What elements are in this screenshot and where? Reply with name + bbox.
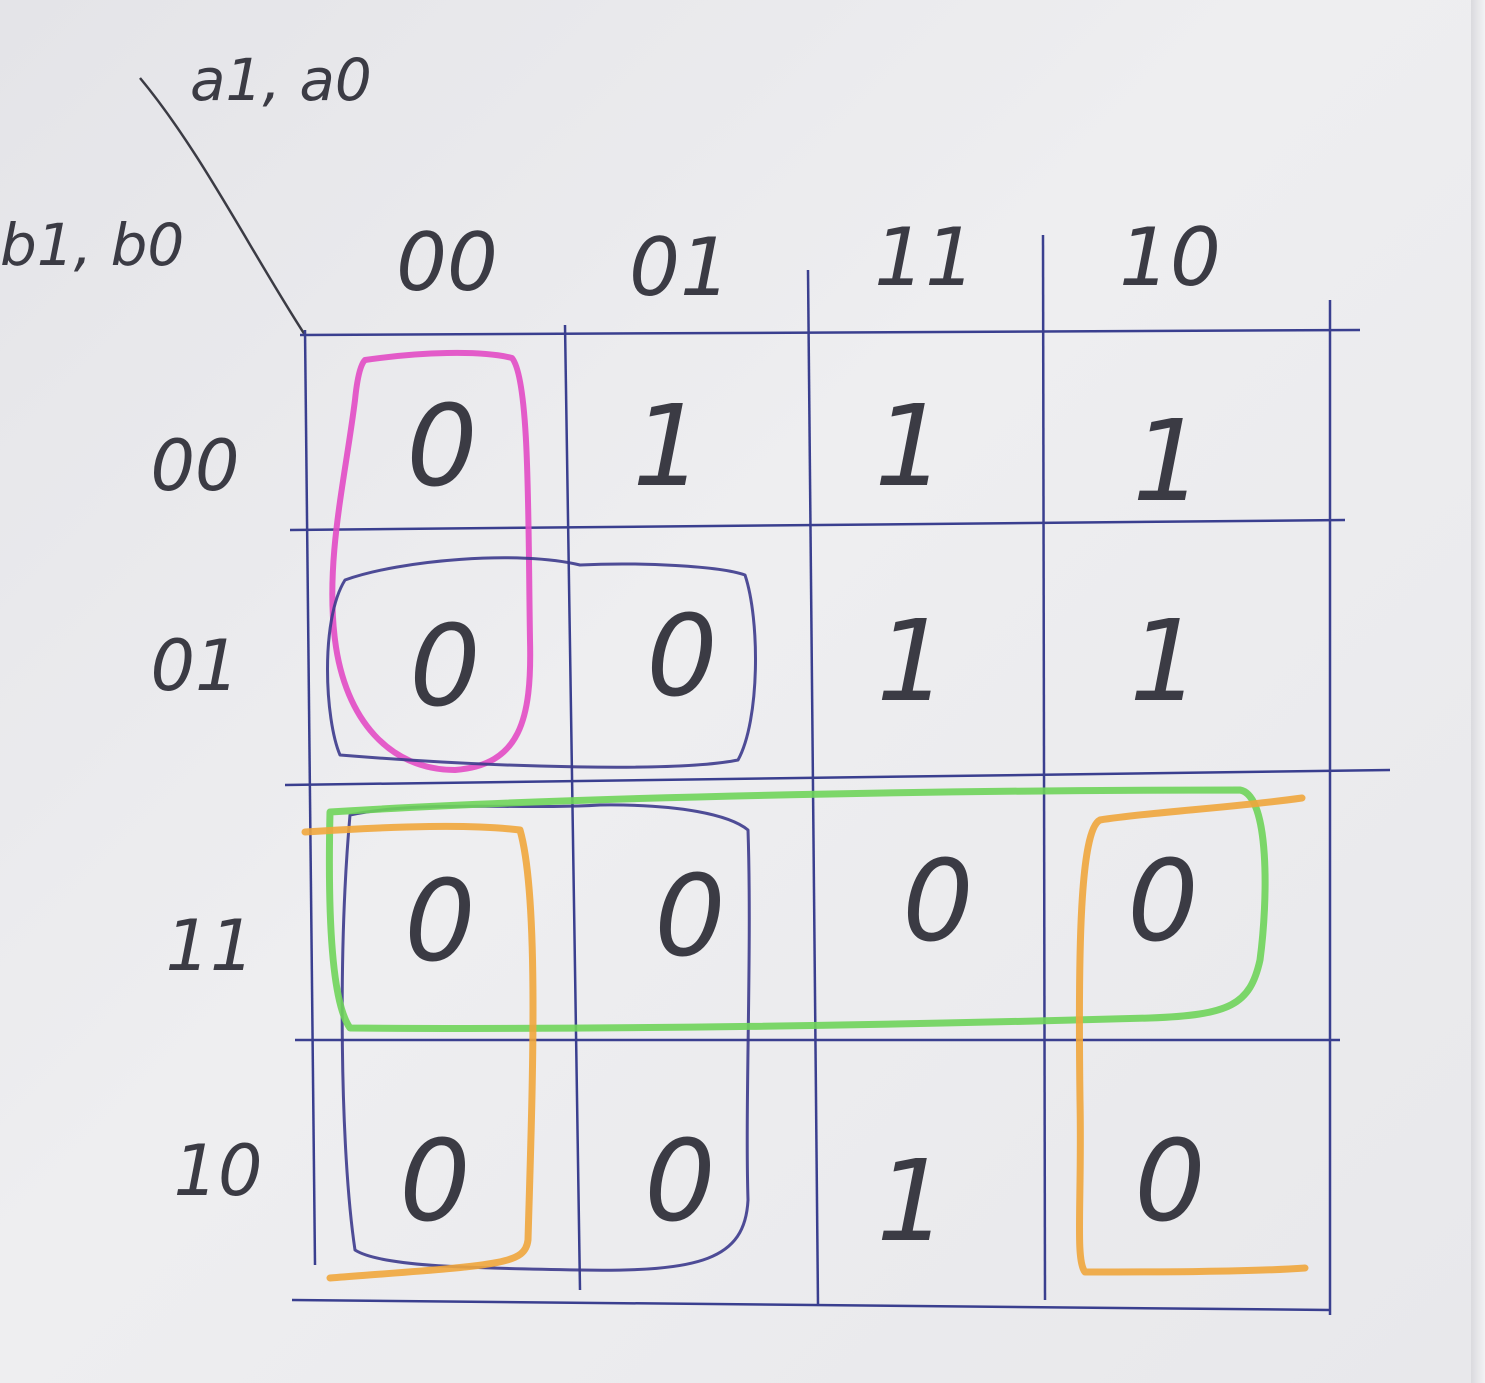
cell-00-00: 0	[406, 382, 477, 512]
row-header-10: 10	[173, 1130, 262, 1212]
group-navy-row01	[326, 556, 757, 769]
group-green-row11	[325, 786, 1269, 1032]
cell-00-10: 1	[1132, 397, 1203, 527]
groupings	[301, 349, 1309, 1282]
cell-11-10: 0	[1127, 837, 1198, 967]
group-orange-left	[301, 822, 537, 1282]
grid-line-col3	[1041, 234, 1047, 1301]
column-variables-label: a1, a0	[190, 46, 372, 114]
column-header-11: 11	[874, 211, 976, 304]
cell-11-11: 0	[902, 837, 973, 967]
grid-line-row1	[289, 518, 1346, 532]
column-header-01: 01	[629, 221, 731, 314]
cell-00-11: 1	[874, 382, 945, 512]
grid-line-left	[303, 329, 317, 1266]
row-header-11: 11	[165, 905, 254, 987]
cell-values: 0 1 1 1 0 0 1 1 0 0 0 0 0 0 1 0	[399, 382, 1205, 1267]
group-pink-column00	[329, 349, 534, 773]
cell-01-01: 0	[646, 592, 717, 722]
row-variables-label: b1, b0	[0, 211, 184, 279]
grid-line-row2	[284, 768, 1391, 787]
column-headers: 00 01 11 10	[396, 211, 1221, 314]
row-header-01: 01	[150, 625, 239, 707]
cell-11-01: 0	[654, 852, 725, 982]
paper-edge	[1471, 0, 1485, 1383]
column-header-00: 00	[396, 216, 498, 309]
cell-10-10: 0	[1134, 1117, 1205, 1247]
cell-11-00: 0	[404, 857, 475, 987]
corner-diagonal	[139, 77, 307, 336]
cell-01-00: 0	[409, 602, 480, 732]
group-orange-right	[1075, 794, 1309, 1276]
cell-01-11: 1	[876, 597, 947, 727]
group-navy-rows11-10	[340, 803, 751, 1272]
cell-10-01: 0	[644, 1117, 715, 1247]
grid-line-top	[299, 328, 1361, 337]
column-header-10: 10	[1119, 211, 1221, 304]
cell-01-10: 1	[1129, 597, 1200, 727]
cell-10-11: 1	[876, 1137, 947, 1267]
grid-line-bottom	[291, 1298, 1331, 1312]
cell-10-00: 0	[399, 1117, 470, 1247]
row-header-00: 00	[150, 425, 239, 507]
grid-line-col2	[806, 269, 820, 1306]
row-headers: 00 01 11 10	[150, 425, 262, 1212]
cell-00-01: 1	[632, 382, 703, 512]
